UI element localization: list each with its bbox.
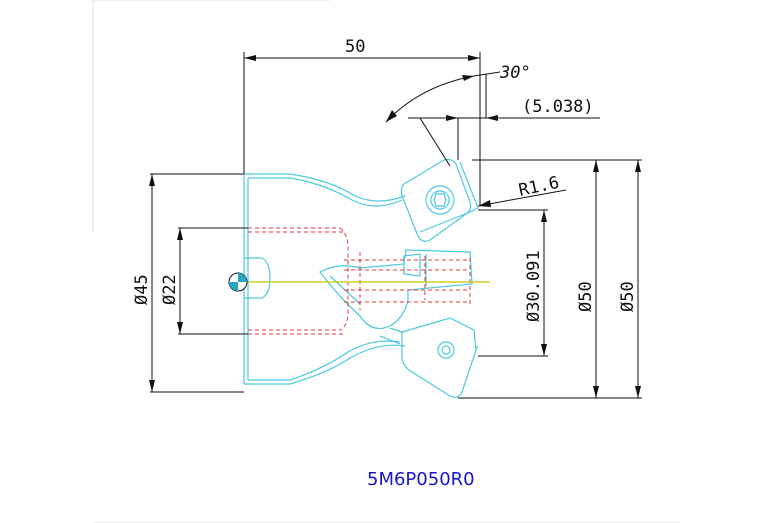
origin-symbol [228,272,248,292]
dim-insert-diameter: Ø30.091 [524,250,544,322]
dim-angle: 30° [499,63,531,83]
dimension-arrows [149,55,641,398]
part-number-label: 5M6P050R0 [367,469,475,490]
dim-cut-diameter-1: Ø50 [576,281,596,312]
hidden-lines [248,227,471,335]
dim-length: 50 [345,37,365,57]
dim-offset: (5.038) [522,97,594,117]
tool-outline [243,158,479,398]
dim-bore-outer: Ø45 [132,274,152,305]
sheet-border [92,0,680,523]
dim-bore-inner: Ø22 [160,274,180,305]
dim-cut-diameter-2: Ø50 [618,281,638,312]
dim-radius: R1.6 [517,173,561,201]
